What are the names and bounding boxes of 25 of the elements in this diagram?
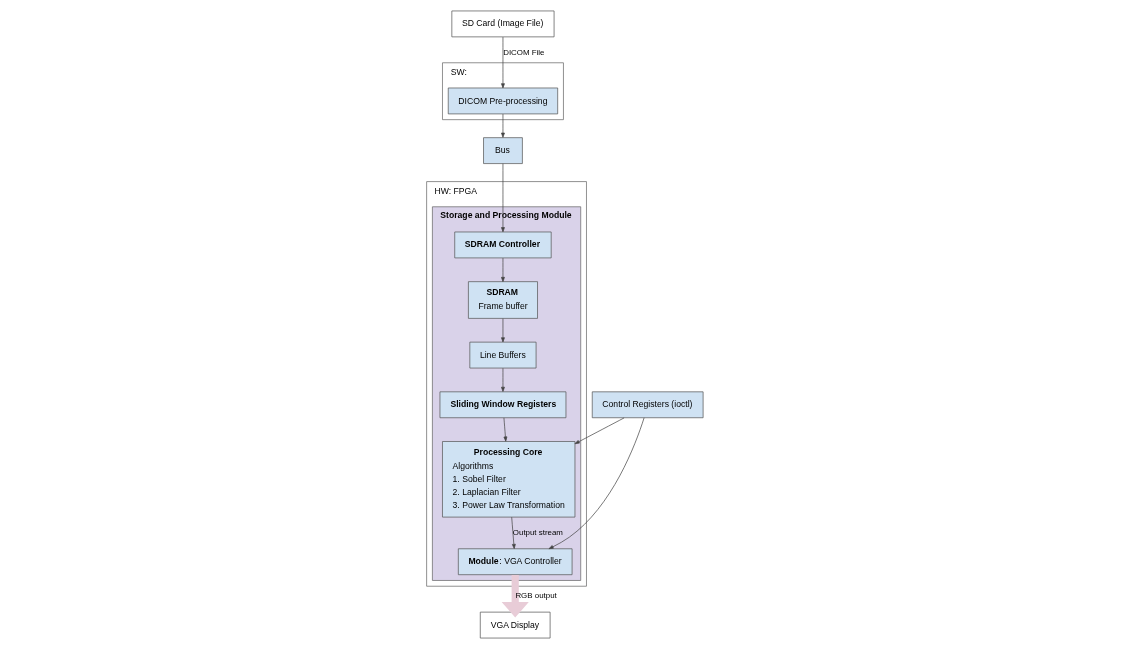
- node-box: Sliding Window Registers: [439, 391, 567, 419]
- node-box: VGA Display: [479, 611, 551, 639]
- edge-label: RGB output: [515, 591, 557, 601]
- arrow: [501, 257, 505, 282]
- node-box: SD Card (Image File): [451, 10, 555, 38]
- arrow: [574, 417, 625, 445]
- arrow: [501, 113, 505, 138]
- node-box: SDRAM Frame buffer: [468, 281, 538, 319]
- arrow: [501, 36, 505, 89]
- arrow: [511, 516, 516, 549]
- node-box: Processing Core Algorithms 1. Sobel Filter 2. Laplacian Filter 3. Power Law Transformation: [442, 441, 576, 518]
- arrow: [501, 163, 505, 233]
- arrow: [501, 318, 505, 343]
- arrow: [503, 417, 508, 442]
- node-box: Line Buffers: [469, 341, 537, 369]
- arrow: [501, 367, 505, 392]
- arrow: [501, 575, 529, 618]
- node-box: Control Registers (ioctl): [591, 391, 704, 419]
- edge-label: Output stream: [512, 527, 563, 537]
- node-box: DICOM Pre-processing: [447, 87, 559, 115]
- node-box: Bus: [483, 137, 523, 164]
- node-box: SDRAM Controller: [454, 231, 552, 259]
- edge-label: DICOM File: [503, 47, 545, 57]
- arrow: [548, 417, 645, 550]
- node-box: Module: VGA Controller: [457, 548, 573, 576]
